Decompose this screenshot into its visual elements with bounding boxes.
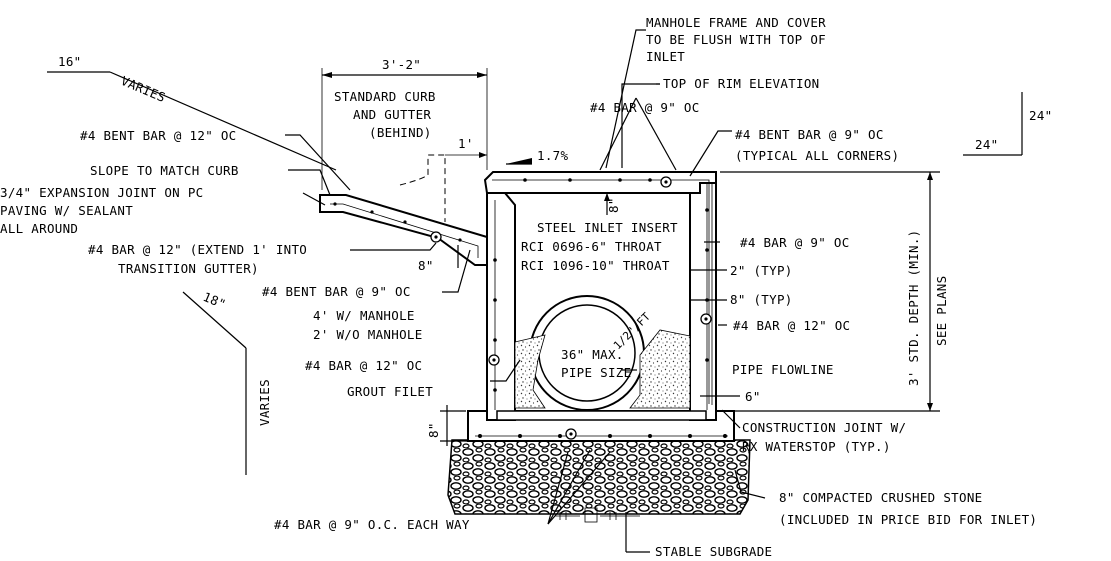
std-depth-label-2: SEE PLANS	[934, 276, 949, 346]
steel-inlet-label-2: RCI 0696-6" THROAT	[521, 239, 662, 254]
grout-filet-label: GROUT FILET	[347, 384, 433, 399]
manhole-frame-label-2: TO BE FLUSH WITH TOP OF	[646, 32, 826, 47]
dim-1ft-label: 1'	[458, 136, 474, 151]
bar-12oc-extend-label-1: #4 BAR @ 12" (EXTEND 1' INTO	[88, 242, 307, 257]
subgrade-symbol	[555, 507, 640, 523]
bent-bar-12oc-label: #4 BENT BAR @ 12" OC	[80, 128, 237, 143]
varies-left-label: VARIES	[257, 379, 272, 426]
grout-filet-right	[629, 329, 691, 409]
slope-reference-18	[182, 291, 247, 475]
bent-bar-9oc-left-label: #4 BENT BAR @ 9" OC	[262, 284, 411, 299]
top-slab	[483, 171, 717, 194]
top-rim-label: TOP OF RIM ELEVATION	[663, 76, 820, 91]
slope-percent-label: 1.7%	[537, 148, 568, 163]
dim-8-typ-label: 8" (TYP)	[730, 292, 793, 307]
dim-3-2-label: 3'-2"	[382, 57, 421, 72]
steel-inlet-label-1: STEEL INLET INSERT	[537, 220, 678, 235]
pipe-size-label-1: 36" MAX.	[561, 347, 624, 362]
manhole-frame-label-3: INLET	[646, 49, 685, 64]
dim-16-label: 16"	[58, 54, 81, 69]
base-rebar-dots	[478, 434, 727, 438]
crushed-stone-layer	[447, 439, 751, 515]
pipe-size-label-2: PIPE SIZE	[561, 365, 631, 380]
bar-9oc-right-label: #4 BAR @ 9" OC	[740, 235, 850, 250]
slope-match-curb-label: SLOPE TO MATCH CURB	[90, 163, 239, 178]
varies-top-label: VARIES	[119, 73, 168, 105]
standard-curb-outline	[399, 154, 446, 222]
dim-8-top-label: 8"	[606, 197, 621, 213]
pipe-flowline-label: PIPE FLOWLINE	[732, 362, 834, 377]
gutter-slab	[319, 194, 488, 266]
base-bar-label: #4 BAR @ 9" O.C. EACH WAY	[274, 517, 470, 532]
construction-joint-label-2: RX WATERSTOP (TYP.)	[742, 439, 891, 454]
standard-curb-label-1: STANDARD CURB	[334, 89, 436, 104]
bar-9oc-top-label: #4 BAR @ 9" OC	[590, 100, 700, 115]
expansion-joint-label-3: ALL AROUND	[0, 221, 78, 236]
slope-arrow	[506, 158, 532, 164]
corner-bent-bar-label-1: #4 BENT BAR @ 9" OC	[735, 127, 884, 142]
expansion-joint-label-2: PAVING W/ SEALANT	[0, 203, 133, 218]
subgrade-label: STABLE SUBGRADE	[655, 544, 772, 559]
slope-reference-16	[47, 71, 337, 171]
inlet-floor	[496, 410, 707, 421]
corner-bent-bar-label-2: (TYPICAL ALL CORNERS)	[735, 148, 899, 163]
dim-8-left-label: 8"	[418, 258, 434, 273]
dim-24-horizontal-label: 24"	[975, 137, 998, 152]
standard-curb-label-2: AND GUTTER	[353, 107, 431, 122]
manhole-wall-label-1: 4' W/ MANHOLE	[313, 308, 415, 323]
bar-12oc-extend-label-2: TRANSITION GUTTER)	[118, 261, 259, 276]
dim-6-label: 6"	[745, 389, 761, 404]
bar-12oc-left-label: #4 BAR @ 12" OC	[305, 358, 422, 373]
dim-18-label: 18"	[201, 289, 228, 312]
steel-inlet-label-3: RCI 1096-10" THROAT	[521, 258, 670, 273]
dim-24-vertical-label: 24"	[1029, 108, 1052, 123]
manhole-frame-label-1: MANHOLE FRAME AND COVER	[646, 15, 826, 30]
manhole-wall-label-2: 2' W/O MANHOLE	[313, 327, 423, 342]
std-depth-label-1: 3' STD. DEPTH (MIN.)	[906, 229, 921, 386]
grout-filet-left	[514, 334, 546, 409]
crushed-stone-label-1: 8" COMPACTED CRUSHED STONE	[779, 490, 982, 505]
dim-2-typ-label: 2" (TYP)	[730, 263, 793, 278]
expansion-joint-label-1: 3/4" EXPANSION JOINT ON PC	[0, 185, 203, 200]
dim-8-base-label: 8"	[426, 422, 441, 438]
bar-12oc-right-label: #4 BAR @ 12" OC	[733, 318, 850, 333]
crushed-stone-label-2: (INCLUDED IN PRICE BID FOR INLET)	[779, 512, 1037, 527]
construction-joint-label-1: CONSTRUCTION JOINT W/	[742, 420, 906, 435]
leader-lines	[285, 29, 766, 553]
inlet-left-wall	[486, 192, 516, 421]
slope-reference-24	[963, 92, 1023, 156]
standard-curb-label-3: (BEHIND)	[369, 125, 432, 140]
